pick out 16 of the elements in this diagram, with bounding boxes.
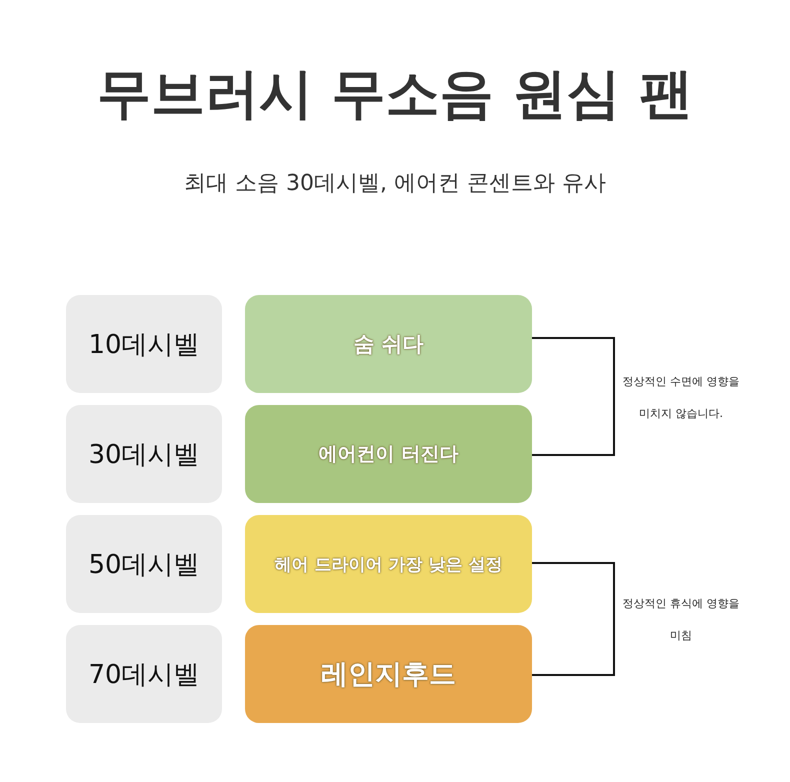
example-card — [245, 515, 532, 613]
note: 정상적인 수면에 영향을 미치지 않습니다. — [622, 374, 740, 422]
note: 정상적인 휴식에 영향을 미침 — [622, 596, 740, 644]
example-card — [245, 295, 532, 393]
decibel-level: 10데시벨 — [88, 328, 200, 362]
sound-example: 헤어 드라이어 가장 낮은 설정 — [274, 554, 502, 576]
decibel-level: 50데시벨 — [88, 548, 200, 582]
title: 무브러시 무소음 원심 팬 — [96, 61, 694, 127]
sound-example: 레인지후드 — [321, 658, 456, 692]
sound-example: 에어컨이 터진다 — [318, 442, 458, 467]
decibel-level: 30데시벨 — [88, 438, 200, 472]
example-card — [245, 405, 532, 503]
decibel-level: 70데시벨 — [88, 658, 200, 692]
sound-example: 숨 쉬다 — [353, 331, 424, 358]
subtitle: 최대 소음 30데시벨, 에어컨 콘센트와 유사 — [183, 170, 607, 198]
example-card — [245, 625, 532, 723]
